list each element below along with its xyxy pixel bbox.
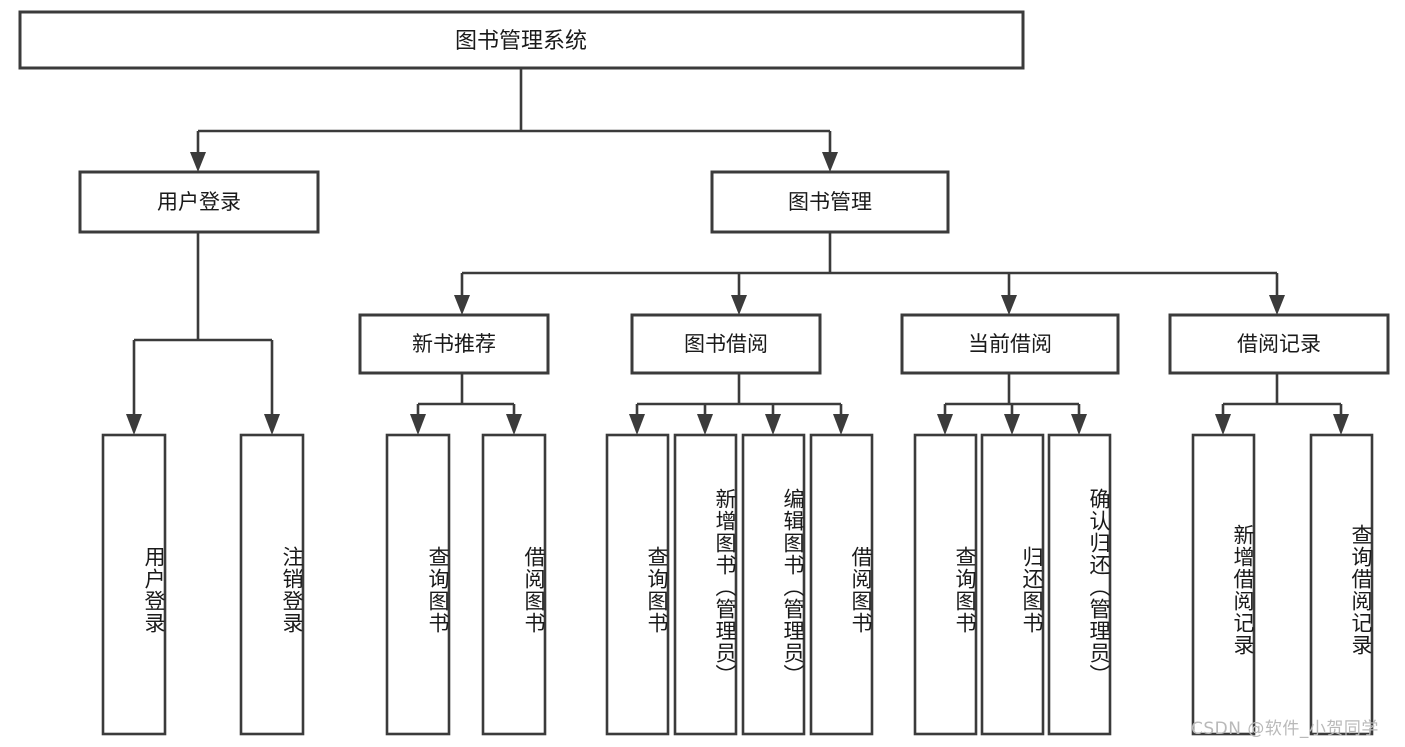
arrow-head-bookborrow-leaf4 (833, 414, 849, 435)
leaf-box-borrow-book-2[interactable] (809, 433, 874, 736)
arrow-head-newbook-leaf2 (506, 414, 522, 435)
arrow-head-bookborrow-leaf1 (629, 414, 645, 435)
node-user-login-box[interactable] (78, 170, 320, 234)
arrow-head-borrowrecord-leaf2 (1333, 414, 1349, 435)
node-user-login-label: 用户登录 (157, 190, 241, 214)
arrow-head-currentborrow-leaf2 (1004, 414, 1020, 435)
node-new-book-label: 新书推荐 (412, 332, 496, 356)
leaf-box-logout[interactable] (239, 433, 305, 736)
leaf-box-user-login[interactable] (101, 433, 167, 736)
connector-layer (126, 68, 1349, 435)
leaf-box-query-book-2[interactable] (605, 433, 670, 736)
arrow-head-user-login (190, 152, 206, 172)
arrow-head-borrow-record (1269, 295, 1285, 315)
node-book-borrow-label: 图书借阅 (684, 332, 768, 356)
leaf-box-return-book[interactable] (980, 433, 1045, 736)
node-book-manage-box[interactable] (710, 170, 950, 234)
node-book-borrow-box[interactable] (630, 313, 822, 375)
node-root-label: 图书管理系统 (455, 29, 587, 54)
node-layer: 图书管理系统 用户登录 图书管理 新书推荐 图书借阅 当前借阅 借阅记录 (18, 10, 1390, 736)
node-new-book-box[interactable] (358, 313, 550, 375)
arrow-head-newbook-leaf1 (410, 414, 426, 435)
node-current-borrow-box[interactable] (900, 313, 1120, 375)
arrow-head-borrowrecord-leaf1 (1215, 414, 1231, 435)
node-current-borrow-label: 当前借阅 (968, 332, 1052, 356)
leaf-box-add-book[interactable] (673, 433, 738, 736)
arrow-head-new-book (454, 295, 470, 315)
arrow-head-leaf-logout (264, 414, 280, 435)
watermark-text: CSDN @软件_小贺同学 (1191, 719, 1379, 739)
leaf-box-edit-book[interactable] (741, 433, 806, 736)
node-borrow-record-box[interactable] (1168, 313, 1390, 375)
leaf-box-query-book-1[interactable] (385, 433, 451, 736)
arrow-head-current-borrow (1001, 295, 1017, 315)
arrow-head-bookborrow-leaf3 (765, 414, 781, 435)
node-root-box[interactable] (18, 10, 1025, 70)
node-borrow-record-label: 借阅记录 (1237, 332, 1321, 356)
leaf-box-query-book-3[interactable] (913, 433, 978, 736)
arrow-head-currentborrow-leaf1 (937, 414, 953, 435)
arrow-head-leaf-user-login (126, 414, 142, 435)
arrow-head-book-manage (822, 152, 838, 172)
node-book-manage-label: 图书管理 (788, 190, 872, 214)
arrow-head-bookborrow-leaf2 (697, 414, 713, 435)
arrow-head-book-borrow (731, 295, 747, 315)
leaf-box-add-record[interactable] (1191, 433, 1256, 736)
arrow-head-currentborrow-leaf3 (1071, 414, 1087, 435)
leaf-box-confirm-return[interactable] (1047, 433, 1112, 736)
leaf-box-borrow-book-1[interactable] (481, 433, 547, 736)
leaf-box-query-record[interactable] (1309, 433, 1374, 736)
